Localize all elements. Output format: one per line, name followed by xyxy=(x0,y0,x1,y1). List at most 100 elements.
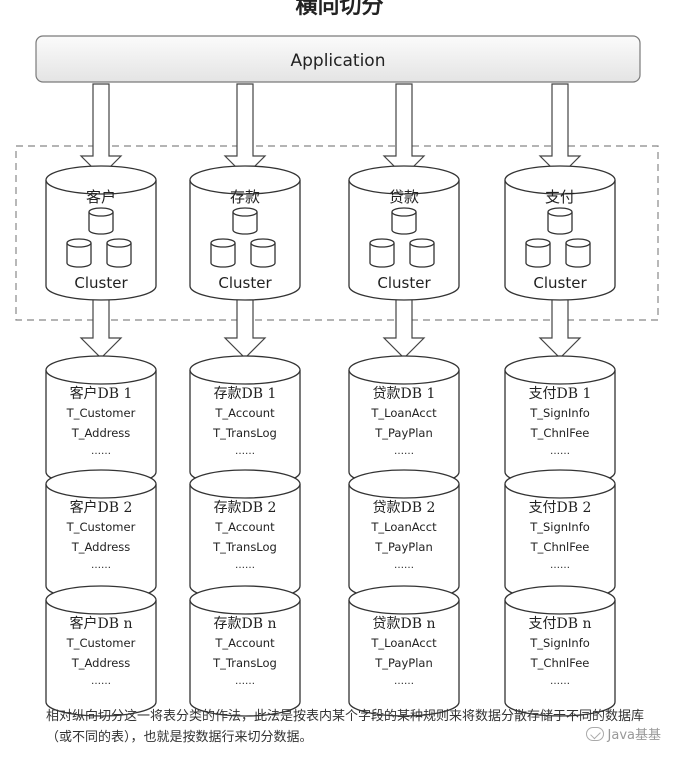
db-table-1-3-1: T_Customer xyxy=(66,636,136,650)
cluster-1-mini-db-top-body xyxy=(88,212,114,235)
cluster-1-mini-db-right-top xyxy=(106,238,132,248)
cluster-2-mini-db-top-top xyxy=(232,207,258,217)
cluster-4-mini-db-top-body xyxy=(547,212,573,235)
cluster-1-mini-db-left-top xyxy=(66,238,92,248)
cluster-2-mini-db-top-body xyxy=(232,212,258,235)
db-title-2-2: 存款DB 2 xyxy=(214,500,277,516)
db-cylinder-4-1-top xyxy=(504,355,616,385)
db-table-4-2-1: T_SignInfo xyxy=(529,520,590,534)
db-cylinder-2-2-top xyxy=(189,469,301,499)
db-more-2-2: …… xyxy=(235,560,255,571)
cluster-4-mini-db-right-body xyxy=(565,243,591,268)
db-title-2-3: 存款DB n xyxy=(214,616,277,632)
db-cylinder-2-3-body xyxy=(189,600,301,717)
cluster-4-mini-db-top-top xyxy=(547,207,573,217)
cluster-3-mini-db-top-body xyxy=(391,212,417,235)
application-label: Application xyxy=(291,51,386,71)
cluster-3-cylinder-top xyxy=(348,165,460,195)
cluster-3-mini-db-right-top xyxy=(409,238,435,248)
db-cylinder-3-3-body xyxy=(348,600,460,717)
cluster-2-mini-db-right-top xyxy=(250,238,276,248)
db-more-1-2: …… xyxy=(91,560,111,571)
db-table-3-1-1: T_LoanAcct xyxy=(370,406,437,420)
cluster-4-mini-db-left-body xyxy=(525,243,551,268)
cluster-2-name: 存款 xyxy=(230,188,260,206)
cluster-2-mini-db-left-top xyxy=(210,238,236,248)
db-table-1-1-2: T_Address xyxy=(71,426,131,440)
db-table-2-3-2: T_TransLog xyxy=(212,656,277,670)
db-title-3-3: 贷款DB n xyxy=(373,616,436,632)
db-title-1-3: 客户DB n xyxy=(70,615,133,632)
cluster-3-label: Cluster xyxy=(377,274,431,292)
db-table-3-3-1: T_LoanAcct xyxy=(370,636,437,650)
watermark: Java基基 xyxy=(585,724,661,743)
db-table-3-2-1: T_LoanAcct xyxy=(370,520,437,534)
db-cylinder-4-2-top xyxy=(504,469,616,499)
cluster-3-mini-db-left-body xyxy=(369,243,395,268)
cluster-4-mini-db-right-top xyxy=(565,238,591,248)
db-table-1-2-2: T_Address xyxy=(71,540,131,554)
db-more-3-1: …… xyxy=(394,446,414,457)
db-more-2-3: …… xyxy=(235,676,255,687)
page-title: 横向切分 xyxy=(295,0,384,19)
arrow-app-to-cluster-1 xyxy=(79,83,123,177)
db-more-3-2: …… xyxy=(394,560,414,571)
db-title-3-2: 贷款DB 2 xyxy=(373,500,436,516)
db-cylinder-4-3-body xyxy=(504,600,616,717)
db-more-4-1: …… xyxy=(550,446,570,457)
db-table-3-1-2: T_PayPlan xyxy=(374,426,433,440)
db-cylinder-1-3-body xyxy=(45,600,157,717)
cluster-1-label: Cluster xyxy=(74,274,128,292)
db-table-3-2-2: T_PayPlan xyxy=(374,540,433,554)
cluster-4-name: 支付 xyxy=(545,188,575,206)
db-more-2-1: …… xyxy=(235,446,255,457)
db-cylinder-1-2-top xyxy=(45,469,157,499)
cluster-1-cylinder-top xyxy=(45,165,157,195)
arrow-cluster-to-db-1 xyxy=(79,291,123,359)
db-title-2-1: 存款DB 1 xyxy=(214,386,277,402)
db-more-1-1: …… xyxy=(91,446,111,457)
cluster-3-cylinder-body xyxy=(348,180,460,301)
cluster-1-cylinder-body xyxy=(45,180,157,301)
cluster-2-cylinder-body xyxy=(189,180,301,301)
cluster-1-mini-db-right-body xyxy=(106,243,132,268)
caption: 相对纵向切分这一将表分类的作法，此法是按表内某个字段的某种规则来将数据分散存储于… xyxy=(46,709,645,745)
db-table-4-3-2: T_ChnlFee xyxy=(530,656,590,670)
db-more-3-3: …… xyxy=(394,676,414,687)
cluster-2-mini-db-left-body xyxy=(210,243,236,268)
db-table-2-2-2: T_TransLog xyxy=(212,540,277,554)
db-cylinder-3-1-top xyxy=(348,355,460,385)
cluster-3-mini-db-left-top xyxy=(369,238,395,248)
db-table-2-2-1: T_Account xyxy=(214,520,275,534)
cluster-4-mini-db-left-top xyxy=(525,238,551,248)
cluster-4-label: Cluster xyxy=(533,274,587,292)
db-table-4-1-2: T_ChnlFee xyxy=(530,426,590,440)
db-table-3-3-2: T_PayPlan xyxy=(374,656,433,670)
cluster-4-cylinder-top xyxy=(504,165,616,195)
db-table-2-1-1: T_Account xyxy=(214,406,275,420)
cluster-1-name: 客户 xyxy=(86,188,116,206)
db-more-4-2: …… xyxy=(550,560,570,571)
db-table-1-1-1: T_Customer xyxy=(66,406,136,420)
db-table-4-2-2: T_ChnlFee xyxy=(530,540,590,554)
db-cylinder-3-3-top xyxy=(348,585,460,615)
watermark-text: Java基基 xyxy=(607,728,661,743)
arrow-cluster-to-db-2 xyxy=(223,291,267,359)
cluster-2-label: Cluster xyxy=(218,274,272,292)
wechat-icon xyxy=(585,726,604,741)
db-cylinder-2-1-top xyxy=(189,355,301,385)
db-cylinder-4-3-top xyxy=(504,585,616,615)
db-title-1-1: 客户DB 1 xyxy=(70,385,133,402)
arrow-app-to-cluster-3 xyxy=(382,83,426,177)
db-more-4-3: …… xyxy=(550,676,570,687)
db-table-2-3-1: T_Account xyxy=(214,636,275,650)
db-title-1-2: 客户DB 2 xyxy=(70,499,133,516)
db-cylinder-3-2-top xyxy=(348,469,460,499)
cluster-4-cylinder-body xyxy=(504,180,616,301)
db-title-4-1: 支付DB 1 xyxy=(529,386,592,402)
db-title-3-1: 贷款DB 1 xyxy=(373,386,436,402)
arrow-cluster-to-db-3 xyxy=(382,291,426,359)
cluster-1-mini-db-top-top xyxy=(88,207,114,217)
db-table-1-2-1: T_Customer xyxy=(66,520,136,534)
cluster-2-mini-db-right-body xyxy=(250,243,276,268)
